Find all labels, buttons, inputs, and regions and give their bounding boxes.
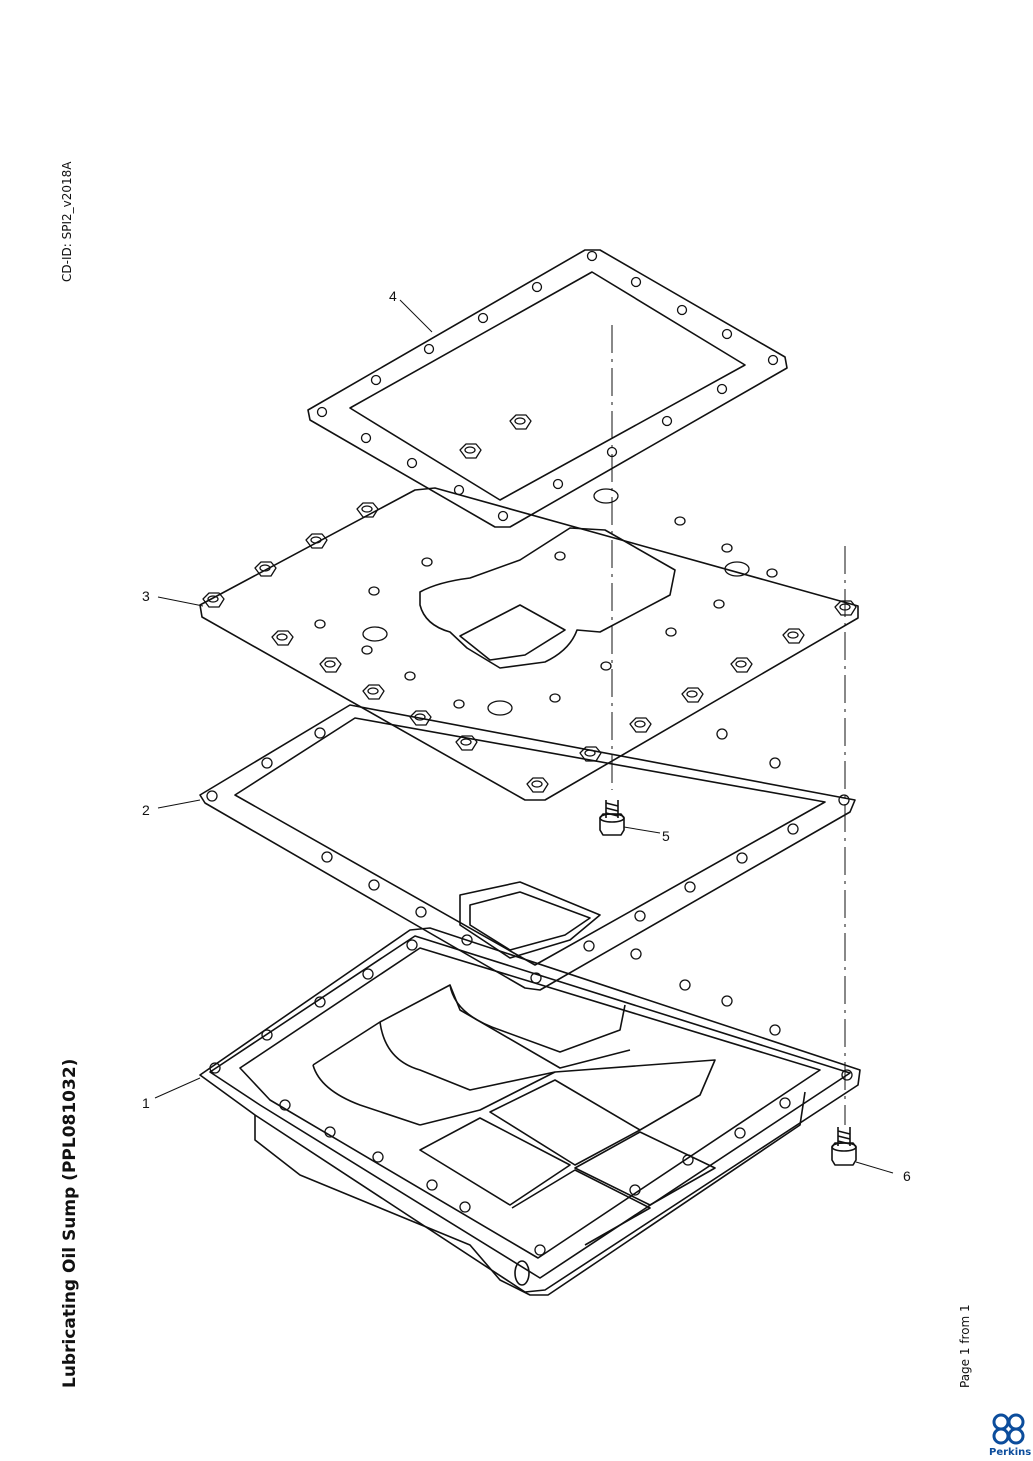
plate-holes bbox=[314, 488, 778, 716]
gasket bbox=[199, 704, 856, 991]
weld-nuts bbox=[202, 414, 857, 793]
bolt-5 bbox=[599, 800, 625, 836]
callout-labels: 1 2 3 4 5 6 bbox=[142, 288, 911, 1184]
alignment-centerlines bbox=[611, 325, 846, 1125]
callout-1: 1 bbox=[142, 1095, 150, 1111]
bolt-6 bbox=[831, 1127, 857, 1166]
brand-name: Perkins bbox=[989, 1447, 1032, 1458]
perkins-logo-icon bbox=[992, 1413, 1025, 1445]
leader-lines bbox=[154, 299, 894, 1174]
stiffener-plate bbox=[199, 414, 859, 801]
frame-bolt-holes bbox=[316, 250, 779, 522]
callout-6: 6 bbox=[903, 1168, 911, 1184]
gasket-frame bbox=[307, 249, 788, 528]
gasket-bolt-holes bbox=[206, 727, 850, 984]
oil-sump-pan bbox=[199, 881, 861, 1296]
callout-5: 5 bbox=[662, 828, 670, 844]
callout-2: 2 bbox=[142, 802, 150, 818]
callout-3: 3 bbox=[142, 588, 150, 604]
sump-flange-holes bbox=[209, 939, 853, 1256]
callout-4: 4 bbox=[389, 288, 397, 304]
